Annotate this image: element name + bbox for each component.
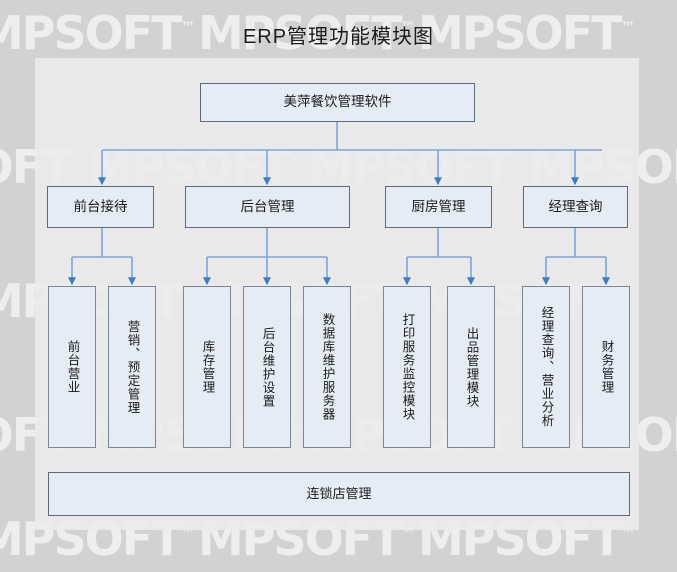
node-root[interactable]: 美萍餐饮管理软件	[200, 83, 475, 122]
node-leaf-output-management[interactable]: 出品管理模块	[447, 286, 495, 448]
node-leaf-finance[interactable]: 财务管理	[582, 286, 630, 448]
page-title: ERP管理功能模块图	[242, 26, 435, 48]
node-branch-backoffice[interactable]: 后台管理	[185, 186, 350, 228]
node-leaf-marketing-reservation[interactable]: 营销、预定管理	[108, 286, 156, 448]
node-leaf-front-desk-business[interactable]: 前台营业	[48, 286, 96, 448]
node-leaf-inventory[interactable]: 库存管理	[183, 286, 231, 448]
node-leaf-print-monitor[interactable]: 打印服务监控模块	[383, 286, 431, 448]
diagram-panel: 美萍餐饮管理软件 前台接待 后台管理 厨房管理 经理查询 前台营业 营销、预定管…	[35, 58, 639, 530]
node-branch-front-desk[interactable]: 前台接待	[47, 186, 154, 228]
node-leaf-database-server[interactable]: 数据库维护服务器	[303, 286, 351, 448]
node-leaf-backoffice-maintenance[interactable]: 后台维护设置	[243, 286, 291, 448]
node-branch-manager[interactable]: 经理查询	[523, 186, 628, 228]
node-chain-store-management[interactable]: 连锁店管理	[48, 472, 630, 516]
node-leaf-manager-query-analysis[interactable]: 经理查询、营业分析	[522, 286, 570, 448]
node-branch-kitchen[interactable]: 厨房管理	[385, 186, 492, 228]
